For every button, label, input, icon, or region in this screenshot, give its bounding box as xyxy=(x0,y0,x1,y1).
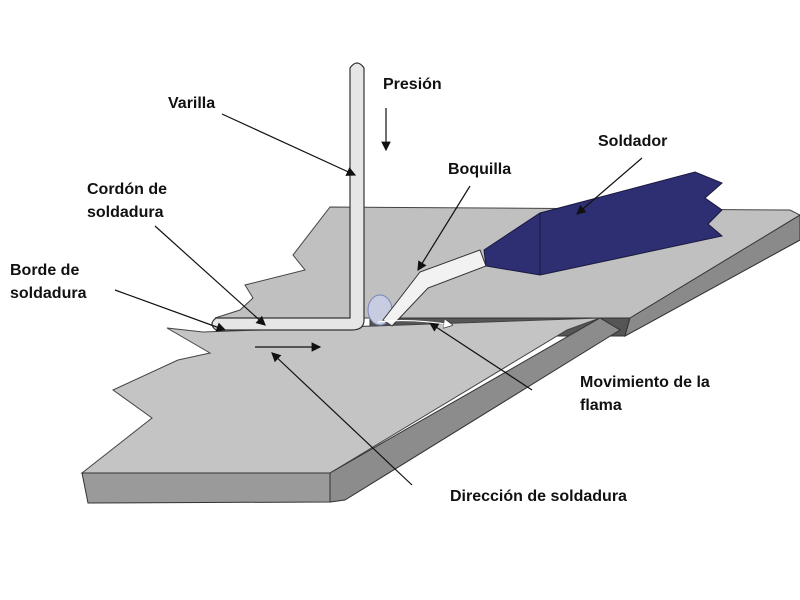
front-plate xyxy=(80,317,621,504)
label-direccion: Dirección de soldadura xyxy=(450,488,627,505)
filler-rod xyxy=(211,62,365,331)
flame-motion-line xyxy=(377,321,452,325)
label-soldador: Soldador xyxy=(598,133,668,150)
label-cordon-line2: soldadura xyxy=(87,204,164,221)
boquilla-arrow xyxy=(417,185,471,272)
label-movimiento-line1: Movimiento de la xyxy=(580,374,710,391)
label-borde: Borde de soldadura xyxy=(10,259,86,305)
torch xyxy=(382,171,724,327)
label-borde-line1: Borde de xyxy=(10,262,80,279)
direccion-arrow xyxy=(271,352,413,486)
label-boquilla: Boquilla xyxy=(448,161,512,178)
label-presion: Presión xyxy=(383,76,442,93)
label-movimiento: Movimiento de la flama xyxy=(580,371,710,417)
cordon-arrow xyxy=(154,225,266,326)
movimiento-arrow xyxy=(428,322,533,391)
varilla-arrow xyxy=(221,113,357,176)
label-borde-line2: soldadura xyxy=(10,285,87,302)
label-cordon: Cordón de soldadura xyxy=(87,178,167,224)
borde-arrow xyxy=(114,289,227,332)
pointer-arrows xyxy=(114,108,643,486)
soldador-arrow xyxy=(576,157,643,215)
label-movimiento-line2: flama xyxy=(580,397,622,414)
label-cordon-line1: Cordón de xyxy=(87,181,167,198)
back-plate xyxy=(214,206,800,338)
label-varilla: Varilla xyxy=(168,95,216,112)
